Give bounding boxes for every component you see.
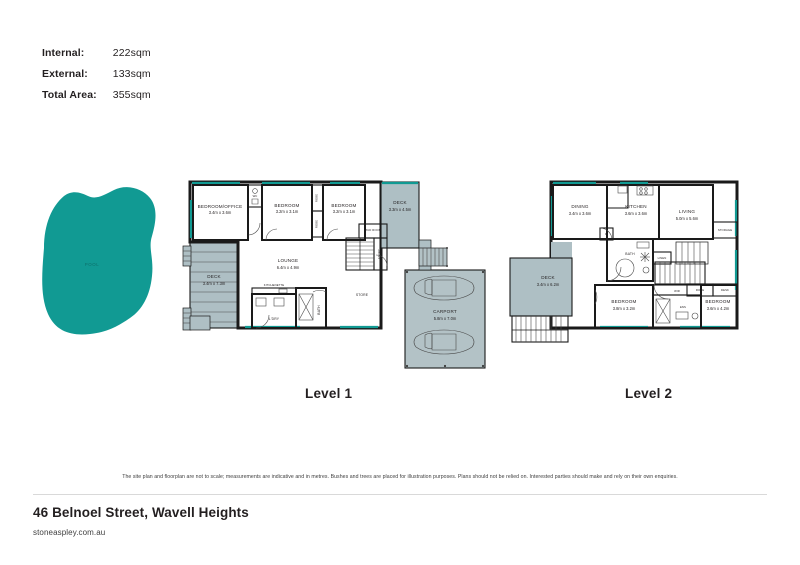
carport-car-bottom [413,329,475,355]
area-label-external: External: [42,67,88,80]
level1-deck-north-name: DECK [393,200,407,205]
level2-linen-label: LINEN [658,256,667,260]
level2-deck-name: DECK [541,275,555,280]
property-address: 46 Belnoel Street, Wavell Heights [33,505,249,520]
level2-bedroom2-name: BEDROOM [705,299,730,304]
level1-robe-a-label: ROBE [315,194,319,202]
level1-bedroom3-name: BEDROOM [331,203,356,208]
level2-bath-label: BATH [625,252,635,256]
level2-kitchen-name: KITCHEN [625,204,647,209]
level2-dining-name: DINING [571,204,589,209]
level1-store-label: STORE [356,293,369,297]
level1-bedroom2-name: BEDROOM [274,203,299,208]
level2-kitchen-dims: 3.6m x 3.6m [625,211,648,216]
area-label-total: Total Area: [42,88,97,101]
footer-divider [33,494,767,495]
area-value-total: 355sqm [112,88,151,101]
disclaimer-text: The site plan and floorplan are not to s… [122,474,678,480]
level2-bedroom1-name: BEDROOM [611,299,636,304]
level2-storage-label: STORAGE [718,228,732,232]
level-1-caption: Level 1 [305,386,353,401]
floorplan-canvas: .w { stroke:#1a1a1a; fill:none; } .w3 { … [42,180,739,369]
level-2-caption: Level 2 [625,386,673,401]
pool-shape: POOL [42,187,156,335]
level1-carport-dims: 5.8m x 7.0m [434,316,457,321]
level-2-plan: DINING 3.4m x 3.6m KITCHEN 3.6m x 3.6m P… [509,180,739,343]
level1-carport-fill [405,270,485,368]
table-row: External: 133sqm [42,63,151,84]
pool-label: POOL [85,262,100,267]
level1-stairs [345,237,375,271]
level1-deck-west-dims: 3.4m x 7.3m [203,281,226,286]
level1-carport-name: CARPORT [433,309,457,314]
table-row: Total Area: 355sqm [42,84,151,105]
level2-bedroom1-dims: 3.8m x 3.2m [613,306,636,311]
level2-ens-label: ENS [680,305,686,309]
area-value-external: 133sqm [112,67,151,80]
level1-wc-label: WC [253,194,258,198]
level1-bath-label: BATH [317,305,321,315]
area-summary-table: Internal: 222sqm External: 133sqm Total … [42,42,151,105]
area-summary: Internal: 222sqm External: 133sqm Total … [42,42,151,105]
level1-laundry-label: L'DRY [269,317,280,321]
level1-mud-room-label: MUD ROOM [365,228,382,232]
level1-kitchenette-label: KITCHENETTE [264,283,285,287]
level2-living-dims: 5.0m x 5.6m [676,216,699,221]
level2-wir-label: WIR [674,289,680,293]
level1-bedroom-office-name: BEDROOM/OFFICE [198,204,243,209]
carport-car-top [413,275,475,301]
level1-lounge-dims: 6.4m x 4.9m [277,265,300,270]
level2-robe-label: ROBE [696,288,704,292]
level1-bedroom2-dims: 3.2m x 3.1m [276,209,299,214]
area-label-internal: Internal: [42,46,85,59]
level1-entry-label: ENTRY [377,249,381,259]
level2-pantry-label: P [605,232,607,236]
level2-stairs [654,241,709,285]
level1-deck-west-name: DECK [207,274,221,279]
level1-bedroom-office-dims: 3.4m x 3.6m [209,210,232,215]
level2-bedroom2-dims: 3.6m x 4.2m [707,306,730,311]
table-row: Internal: 222sqm [42,42,151,63]
website-url[interactable]: stoneaspley.com.au [33,528,106,537]
level1-bedroom3-dims: 3.2m x 3.1m [333,209,356,214]
level2-deck-dims: 3.4m x 6.2m [537,282,560,287]
area-value-internal: 222sqm [112,46,151,59]
level-1-plan: DECK 3.4m x 7.3m BEDROOM/OFFICE 3.4m x 3… [182,180,486,369]
level2-desk-label: DESK [721,288,729,292]
level1-deck-west-fill [190,242,238,328]
level2-dining-dims: 3.4m x 3.6m [569,211,592,216]
level2-living-name: LIVING [679,209,695,214]
level1-deck-north-dims: 3.3m x 4.5m [389,207,412,212]
level1-robe-b-label: ROBE [315,220,319,228]
level1-lounge-name: LOUNGE [278,258,299,263]
